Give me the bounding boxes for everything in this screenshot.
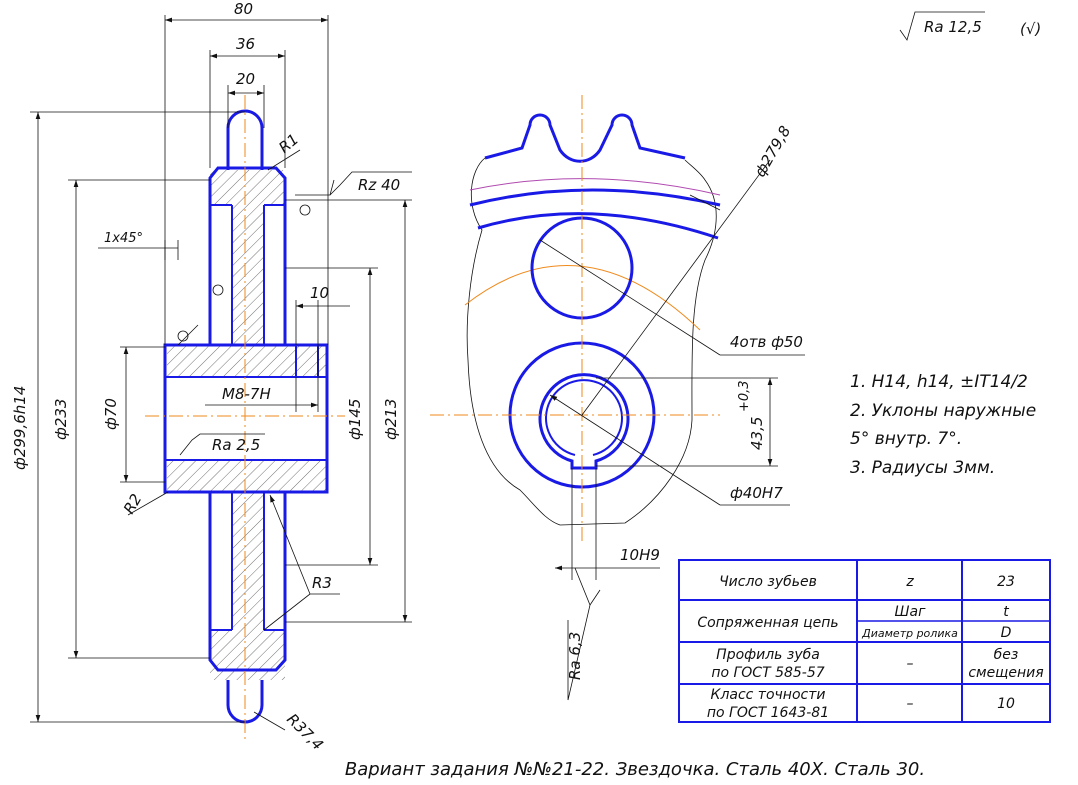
row4-name-1: Класс точности xyxy=(711,687,826,703)
dim-r1: R1 xyxy=(275,130,302,157)
dim-279: ф279,8 xyxy=(751,123,794,180)
tooth-top xyxy=(226,109,264,170)
web-top-hatch xyxy=(232,205,264,345)
row4-name-2: по ГОСТ 1643-81 xyxy=(707,705,829,721)
note-1: 1. H14, h14, ±IT14/2 xyxy=(850,372,1028,392)
row4-val: 10 xyxy=(997,696,1015,712)
thread-m8: M8-7H xyxy=(222,385,271,403)
note-4: 3. Радиусы 3мм. xyxy=(850,458,995,478)
row1-name: Число зубьев xyxy=(719,574,817,590)
row3-name-1: Профиль зуба xyxy=(716,647,820,663)
rim-top-hatch xyxy=(210,170,285,205)
note-2: 2. Уклоны наружные xyxy=(850,401,1036,421)
row3-name-2: по ГОСТ 585-57 xyxy=(711,665,824,681)
ra-key: Ra 6,3 xyxy=(566,632,584,680)
dim-holes: 4отв ф50 xyxy=(730,333,803,351)
row3-val-1: без xyxy=(994,647,1019,663)
dim-36: 36 xyxy=(236,35,255,53)
hub-top-hatch xyxy=(167,345,327,377)
dim-bore: ф40H7 xyxy=(730,484,783,502)
row2-sub1-val: t xyxy=(1003,604,1009,620)
dim-keyway: 43,5 xyxy=(748,417,766,450)
row3-sym: – xyxy=(907,656,914,672)
row2-sub2: Диаметр ролика xyxy=(861,627,958,640)
row2-sub2-val: D xyxy=(1001,625,1012,641)
rim-arc-outer xyxy=(469,188,721,207)
dim-10: 10 xyxy=(310,284,329,302)
web-bottom-hatch xyxy=(232,492,264,630)
sprocket-teeth xyxy=(484,113,686,163)
row2-name: Сопряженная цепь xyxy=(697,615,838,631)
technical-notes: 1. H14, h14, ±IT14/2 2. Уклоны наружные … xyxy=(850,372,1036,478)
rim-arc-inner xyxy=(477,212,719,240)
dim-145: ф145 xyxy=(346,399,364,440)
section-view: 80 36 20 R1 Rz 40 1x45° 10 xyxy=(11,0,412,754)
row2-sub1: Шаг xyxy=(895,604,927,620)
dim-70: ф70 xyxy=(102,398,120,430)
dim-key-width: 10H9 xyxy=(620,546,660,564)
dim-r3: R3 xyxy=(312,574,332,592)
hub-bottom-hatch xyxy=(167,460,327,492)
dim-r374: R37,4 xyxy=(283,710,327,754)
rim-bottom-hatch xyxy=(210,630,285,680)
roughness-block: Ra 12,5 (√) xyxy=(899,11,1041,41)
dim-20: 20 xyxy=(236,70,255,88)
dim-213: ф213 xyxy=(382,399,400,440)
drawing-caption: Вариант задания №№21-22. Звездочка. Стал… xyxy=(345,759,925,780)
parameters-table: Число зубьев z 23 Сопряженная цепь Шаг t… xyxy=(678,559,1051,723)
bore-keyway xyxy=(538,373,630,470)
row1-val: 23 xyxy=(997,574,1015,590)
dim-80: 80 xyxy=(234,0,253,18)
roughness-other: (√) xyxy=(1020,20,1041,38)
row1-sym: z xyxy=(905,574,914,590)
dim-299: ф299,6h14 xyxy=(11,386,29,470)
dim-chamfer: 1x45° xyxy=(104,231,143,246)
rz-40: Rz 40 xyxy=(358,176,400,194)
note-3: 5° внутр. 7°. xyxy=(850,429,962,449)
dim-233: ф233 xyxy=(52,399,70,440)
dim-keyway-tol: +0,3 xyxy=(737,380,752,412)
rim-bottom-outline xyxy=(208,492,287,672)
hub-outline xyxy=(163,343,329,494)
row4-sym: – xyxy=(907,696,914,712)
front-view: ф279,8 4отв ф50 43,5 +0,3 ф40H7 10H9 Ra … xyxy=(430,95,805,701)
dim-r2: R2 xyxy=(120,491,146,517)
roughness-value: Ra 12,5 xyxy=(924,18,982,36)
row3-val-2: смещения xyxy=(968,665,1043,681)
ra-bore: Ra 2,5 xyxy=(212,436,260,454)
